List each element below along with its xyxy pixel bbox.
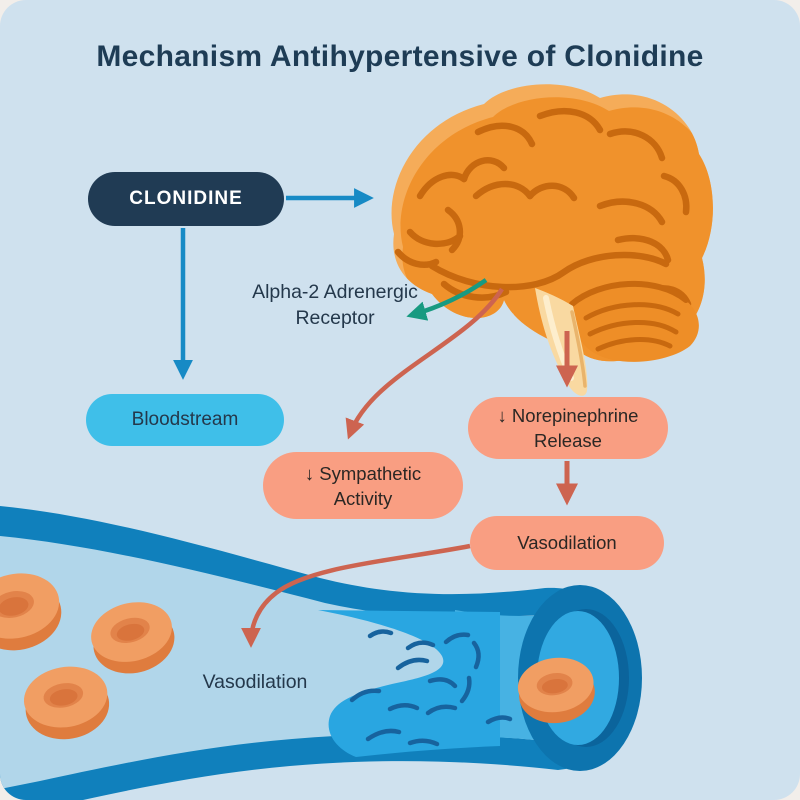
- red-blood-cell-icon: [91, 602, 175, 674]
- brain-illustration: [391, 84, 713, 396]
- page-title: Mechanism Antihypertensive of Clonidine: [96, 40, 704, 73]
- arrow-brain-to-sympathetic-activity: [345, 287, 504, 440]
- blood-vessel-illustration: [0, 506, 642, 800]
- arrow-vasodilation-to-vessel: [241, 543, 471, 648]
- vessel-vasodilation-label: Vasodilation: [202, 671, 308, 693]
- clonidine-label: CLONIDINE: [129, 188, 243, 209]
- arrow-brain-to-alpha2-receptor: [406, 278, 488, 321]
- node-vasodilation: Vasodilation: [470, 516, 664, 570]
- node-alpha2-receptor: Alpha-2 Adrenergic Receptor: [245, 279, 425, 331]
- sympathetic-line1: ↓ Sympathetic: [304, 462, 422, 484]
- red-blood-cell-icon: [23, 666, 110, 740]
- node-norepinephrine-release: ↓ Norepinephrine Release: [468, 397, 668, 459]
- red-blood-cell-icon: [0, 573, 62, 651]
- cerebellum: [569, 281, 699, 362]
- sympathetic-line2: Activity: [333, 487, 393, 509]
- vessel-turbulent-flow: [318, 610, 500, 757]
- red-blood-cell-icon: [517, 657, 595, 724]
- norepinephrine-line2: Release: [534, 430, 602, 451]
- vasodilation-label: Vasodilation: [517, 532, 617, 553]
- node-clonidine: CLONIDINE: [88, 172, 284, 226]
- norepinephrine-line1: ↓ Norepinephrine: [497, 405, 639, 426]
- alpha2-line1: Alpha-2: [252, 281, 320, 303]
- alpha2-line2: Adrenergic: [323, 281, 418, 303]
- bloodstream-label: Bloodstream: [131, 409, 239, 430]
- turbulence-lines: [349, 629, 513, 747]
- alpha2-line3: Receptor: [295, 307, 375, 329]
- node-bloodstream: Bloodstream: [86, 394, 284, 446]
- node-sympathetic-activity: ↓ Sympathetic Activity: [263, 452, 463, 519]
